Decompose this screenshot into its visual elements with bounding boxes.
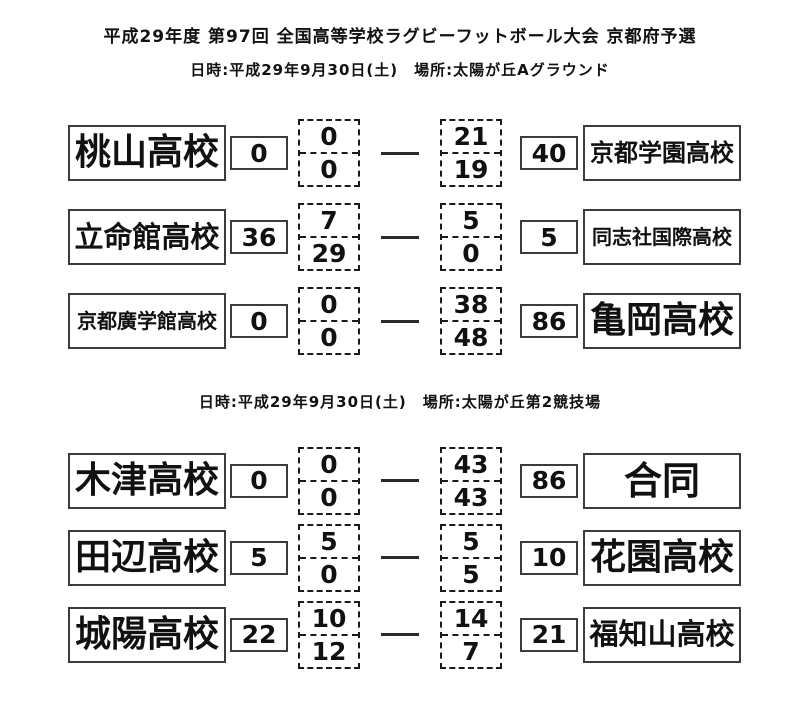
home-half-scores-box: 0 0: [298, 119, 360, 187]
home-total-score: 36: [230, 220, 288, 254]
away-total-score: 21: [520, 617, 578, 652]
section1-matches: 桃山高校 0 0 0 21 19 40 京都学園高校 立命館高校 36 7 29: [0, 111, 800, 363]
away-second-half-score: 0: [462, 239, 480, 268]
dash-separator: [381, 319, 419, 323]
away-second-half-score: 48: [453, 323, 489, 352]
home-team-box: 田辺高校: [68, 529, 226, 586]
home-team-box: 京都廣学館高校: [68, 293, 226, 349]
away-half-scores-box: 14 7: [440, 600, 502, 669]
home-second-half-score: 0: [320, 155, 338, 184]
home-first-half-score: 0: [300, 449, 358, 482]
away-total-score: 86: [520, 463, 578, 498]
away-total-score: 40: [520, 136, 578, 170]
away-half-scores-box: 5 5: [440, 523, 502, 592]
away-second-half-score: 43: [453, 482, 489, 512]
match-row: 木津高校 0 0 0 43 43 86 合同: [0, 442, 800, 519]
away-half-scores-box: 21 19: [440, 119, 502, 187]
home-total-score: 5: [230, 540, 288, 575]
tournament-results-page: 平成29年度 第97回 全国高等学校ラグビーフットボール大会 京都府予選 日時:…: [0, 26, 800, 716]
section1-subtitle: 日時:平成29年9月30日(土) 場所:太陽が丘Aグラウンド: [190, 61, 610, 79]
home-total-score: 22: [230, 617, 288, 652]
home-team-name: 木津高校: [74, 459, 219, 501]
away-team-box: 同志社国際高校: [583, 209, 741, 265]
home-second-half-score: 0: [320, 559, 338, 589]
match-row: 城陽高校 22 10 12 14 7 21 福知山高校: [0, 596, 800, 673]
match-row: 桃山高校 0 0 0 21 19 40 京都学園高校: [0, 111, 800, 195]
away-team-box: 福知山高校: [583, 606, 741, 663]
home-second-half-score: 29: [311, 239, 347, 268]
section2-matches: 木津高校 0 0 0 43 43 86 合同 田辺高校 5 5 0 5: [0, 442, 800, 673]
away-first-half-score: 14: [442, 603, 500, 636]
away-half-scores-box: 38 48: [440, 287, 502, 355]
home-team-name: 桃山高校: [74, 132, 219, 173]
home-first-half-score: 0: [300, 121, 358, 154]
home-second-half-score: 0: [320, 323, 338, 352]
section2-subtitle: 日時:平成29年9月30日(土) 場所:太陽が丘第2競技場: [198, 393, 602, 411]
home-total-score: 0: [230, 136, 288, 170]
away-total-score: 10: [520, 540, 578, 575]
away-team-box: 亀岡高校: [583, 293, 741, 349]
away-first-half-score: 5: [442, 205, 500, 238]
away-half-scores-box: 43 43: [440, 446, 502, 515]
dash-separator: [381, 479, 419, 482]
home-team-name: 京都廣学館高校: [77, 309, 217, 333]
away-second-half-score: 5: [462, 559, 480, 589]
home-second-half-score: 0: [320, 482, 338, 512]
match-row: 田辺高校 5 5 0 5 5 10 花園高校: [0, 519, 800, 596]
home-team-name: 城陽高校: [74, 613, 219, 655]
home-first-half-score: 5: [300, 526, 358, 559]
away-team-name: 同志社国際高校: [592, 225, 732, 249]
away-first-half-score: 38: [442, 289, 500, 322]
home-second-half-score: 12: [311, 636, 347, 666]
home-team-box: 木津高校: [68, 452, 226, 509]
home-first-half-score: 10: [300, 603, 358, 636]
home-total-score: 0: [230, 463, 288, 498]
home-half-scores-box: 7 29: [298, 203, 360, 271]
dash-separator: [381, 633, 419, 636]
away-team-name: 合同: [623, 458, 700, 503]
away-team-box: 合同: [583, 452, 741, 509]
dash-separator: [381, 235, 419, 239]
home-first-half-score: 0: [300, 289, 358, 322]
away-team-box: 京都学園高校: [583, 125, 741, 181]
home-half-scores-box: 0 0: [298, 287, 360, 355]
home-team-box: 桃山高校: [68, 125, 226, 181]
match-row: 京都廣学館高校 0 0 0 38 48 86 亀岡高校: [0, 279, 800, 363]
dash-separator: [381, 151, 419, 155]
away-team-name: 福知山高校: [589, 617, 735, 651]
home-total-score: 0: [230, 304, 288, 338]
dash-separator: [381, 556, 419, 559]
match-row: 立命館高校 36 7 29 5 0 5 同志社国際高校: [0, 195, 800, 279]
away-total-score: 5: [520, 220, 578, 254]
home-team-name: 立命館高校: [74, 219, 220, 254]
away-half-scores-box: 5 0: [440, 203, 502, 271]
home-team-name: 田辺高校: [74, 536, 219, 578]
home-half-scores-box: 10 12: [298, 600, 360, 669]
away-team-name: 亀岡高校: [589, 300, 734, 341]
away-second-half-score: 19: [453, 155, 489, 184]
away-team-name: 京都学園高校: [590, 139, 734, 167]
home-half-scores-box: 0 0: [298, 446, 360, 515]
away-team-box: 花園高校: [583, 529, 741, 586]
home-half-scores-box: 5 0: [298, 523, 360, 592]
away-first-half-score: 43: [442, 449, 500, 482]
page-title: 平成29年度 第97回 全国高等学校ラグビーフットボール大会 京都府予選: [103, 27, 697, 47]
away-first-half-score: 5: [442, 526, 500, 559]
home-first-half-score: 7: [300, 205, 358, 238]
away-second-half-score: 7: [462, 636, 480, 666]
away-team-name: 花園高校: [589, 536, 734, 578]
away-first-half-score: 21: [442, 121, 500, 154]
home-team-box: 城陽高校: [68, 606, 226, 663]
away-total-score: 86: [520, 304, 578, 338]
home-team-box: 立命館高校: [68, 209, 226, 265]
